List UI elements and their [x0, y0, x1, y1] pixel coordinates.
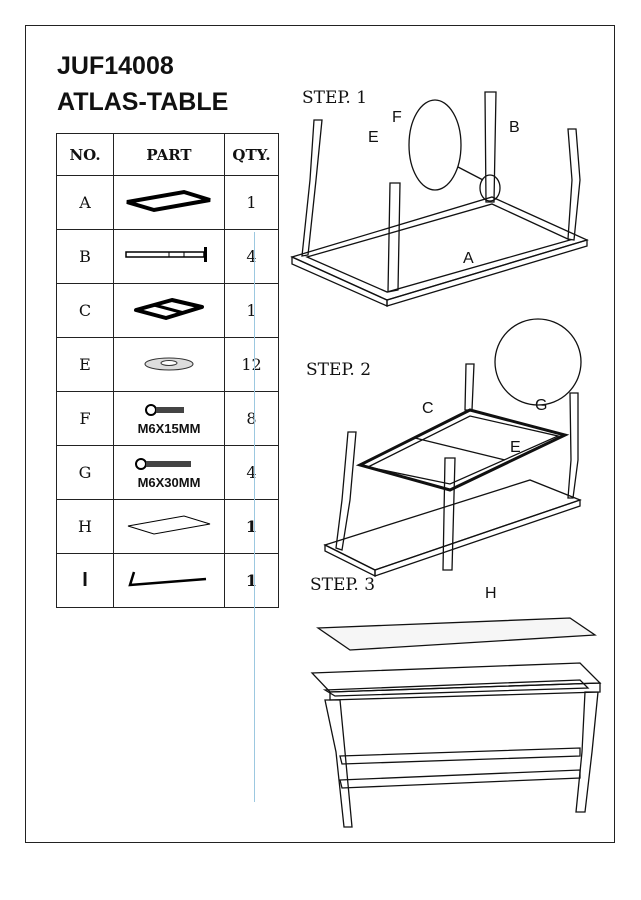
part-qty: 8	[224, 391, 279, 446]
step-1-illustration	[290, 91, 589, 307]
glass-top-icon	[113, 499, 225, 554]
callout-e: E	[368, 129, 379, 146]
table-top-frame-icon	[113, 175, 225, 230]
callout-b: B	[509, 119, 520, 136]
callout-f: F	[392, 109, 402, 126]
table-row: G M6X30MM 4	[56, 445, 279, 500]
part-qty: 1	[224, 283, 279, 338]
part-qty: 1	[224, 499, 279, 554]
leg-icon	[113, 229, 225, 284]
table-row: F M6X15MM 8	[56, 391, 279, 446]
table-row: B 4	[56, 229, 279, 284]
step-1-label: STEP. 1	[302, 88, 368, 108]
callout-h: H	[485, 585, 497, 602]
table-row: A 1	[56, 175, 279, 230]
parts-list-table: NO. PART QTY. A 1 B 4 C 1 E 12 F M6X15MM…	[56, 133, 279, 608]
callout-c: C	[422, 400, 434, 417]
callout-a: A	[463, 250, 474, 267]
fold-line	[254, 232, 255, 802]
model-number: JUF14008	[57, 52, 174, 80]
bolt-size-label: M6X30MM	[137, 474, 201, 490]
part-qty: 4	[224, 445, 279, 500]
part-qty: 4	[224, 229, 279, 284]
shelf-frame-icon	[113, 283, 225, 338]
part-no: I	[56, 553, 114, 608]
part-no: H	[56, 499, 114, 554]
part-qty: 1	[224, 175, 279, 230]
assembly-illustrations: F E B A C E G H	[290, 91, 602, 828]
part-no: G	[56, 445, 114, 500]
part-no: F	[56, 391, 114, 446]
bolt-m6x15-cell: M6X15MM	[113, 391, 225, 446]
part-no: E	[56, 337, 114, 392]
allen-key-icon	[113, 553, 225, 608]
part-no: A	[56, 175, 114, 230]
header-part: PART	[113, 133, 225, 176]
step-2-illustration	[323, 318, 582, 578]
table-row: H 1	[56, 499, 279, 554]
bolt-size-label: M6X15MM	[137, 420, 201, 436]
step-3-label: STEP. 3	[310, 575, 376, 595]
header-no: NO.	[56, 133, 114, 176]
header-qty: QTY.	[224, 133, 279, 176]
table-row: E 12	[56, 337, 279, 392]
part-no: B	[56, 229, 114, 284]
step-3-illustration	[310, 617, 602, 828]
bolt-icon	[135, 457, 191, 470]
product-name: ATLAS-TABLE	[57, 88, 229, 116]
table-header-row: NO. PART QTY.	[56, 133, 279, 176]
table-row: C 1	[56, 283, 279, 338]
bolt-icon	[145, 403, 184, 416]
part-no: C	[56, 283, 114, 338]
part-qty: 12	[224, 337, 279, 392]
page-border	[25, 25, 615, 843]
washer-icon	[113, 337, 225, 392]
callout-e-step2: E	[510, 439, 521, 456]
step-2-label: STEP. 2	[306, 360, 372, 380]
callout-g: G	[535, 397, 547, 414]
bolt-m6x30-cell: M6X30MM	[113, 445, 225, 500]
table-row: I 1	[56, 553, 279, 608]
part-qty: 1	[224, 553, 279, 608]
